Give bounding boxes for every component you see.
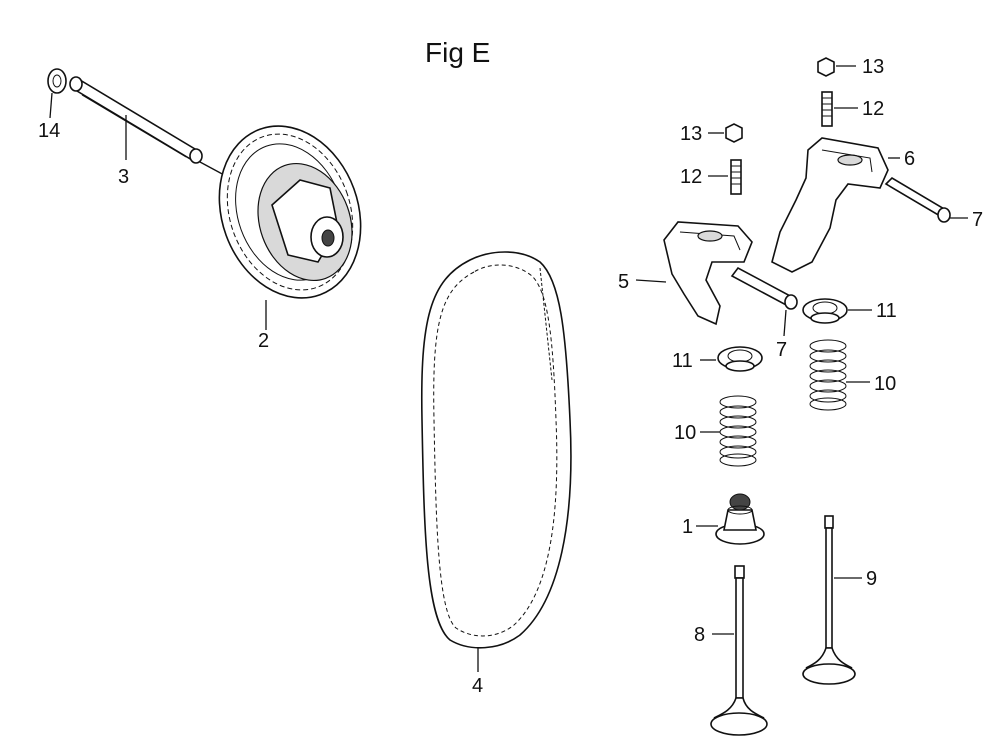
part-11-retainer-right — [802, 298, 872, 324]
part-7-pin-lower — [730, 266, 798, 337]
callout-4: 4 — [472, 675, 483, 697]
part-7-pin-upper — [884, 176, 968, 223]
part-8-valve — [710, 565, 768, 736]
callout-9: 9 — [866, 568, 877, 590]
callout-7-upper: 7 — [972, 209, 983, 231]
callout-13-mid: 13 — [680, 123, 702, 145]
part-13-nut-upper — [817, 57, 856, 77]
callout-13-upper: 13 — [862, 56, 884, 78]
callout-10-right: 10 — [874, 373, 896, 395]
part-5-rocker-arm — [635, 221, 753, 326]
part-2-timing-pulley — [218, 125, 362, 330]
callout-14: 14 — [38, 120, 60, 142]
callout-1: 1 — [682, 516, 693, 538]
part-14-washer — [47, 68, 67, 119]
callout-8: 8 — [694, 624, 705, 646]
part-12-stud-upper — [821, 91, 858, 127]
callout-12-mid: 12 — [680, 166, 702, 188]
callout-5: 5 — [618, 271, 629, 293]
part-6-rocker-arm — [771, 137, 900, 273]
part-12-stud-mid — [708, 159, 742, 195]
part-11-retainer-left — [700, 346, 763, 372]
callout-2: 2 — [258, 330, 269, 352]
callout-3: 3 — [118, 166, 129, 188]
callout-6: 6 — [904, 148, 915, 170]
figure-title: Fig E — [425, 37, 490, 68]
callout-12-upper: 12 — [862, 98, 884, 120]
callout-11-right: 11 — [876, 300, 897, 322]
part-13-nut-mid — [708, 123, 743, 143]
callout-7-lower: 7 — [776, 339, 787, 361]
part-10-spring-right — [809, 339, 870, 411]
part-10-spring-left — [700, 395, 757, 467]
callout-10-left: 10 — [674, 422, 696, 444]
part-4-timing-belt — [420, 251, 572, 672]
part-1-stem-seal — [696, 493, 765, 545]
part-3-shaft — [69, 76, 227, 177]
part-9-valve — [802, 515, 862, 685]
callout-11-left: 11 — [672, 350, 693, 372]
